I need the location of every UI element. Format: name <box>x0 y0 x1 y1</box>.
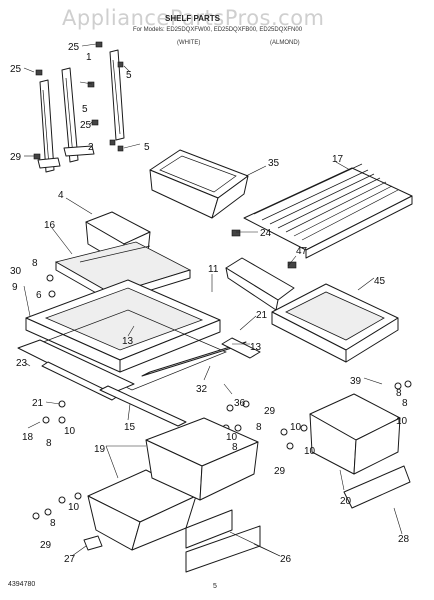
callout: 10 <box>304 446 316 457</box>
callout: 10 <box>68 502 80 513</box>
shelf-hinges-24 <box>231 229 297 269</box>
callout: 5 <box>126 70 132 81</box>
shelf-frame-assembly <box>17 279 227 395</box>
callout: 21 <box>32 398 44 409</box>
diagram-title: SHELF PARTS <box>165 14 220 23</box>
callout: 4 <box>58 190 64 201</box>
callout: 27 <box>64 554 76 565</box>
wire-shelf-17 <box>243 163 413 259</box>
door-bin-35 <box>149 149 249 219</box>
callout: 5 <box>144 142 150 153</box>
callout: 21 <box>256 310 268 321</box>
callout: 19 <box>94 444 106 455</box>
callout: 1 <box>86 52 92 63</box>
small-plate-27 <box>83 535 103 551</box>
color-code-white: (WHITE) <box>177 40 201 46</box>
callout: 8 <box>256 422 262 433</box>
callout: 20 <box>340 496 352 507</box>
crisper-cover-47 <box>225 257 295 311</box>
callout: 39 <box>350 376 362 387</box>
callout: 8 <box>402 398 408 409</box>
callout: 10 <box>64 426 76 437</box>
callout: 47 <box>296 246 308 257</box>
callout: 36 <box>234 398 246 409</box>
color-code-almond: (ALMOND) <box>270 40 300 46</box>
callout: 25 <box>80 120 92 131</box>
shelf-ladder-rails <box>37 49 125 173</box>
callout: 29 <box>274 466 286 477</box>
callout: 26 <box>280 554 292 565</box>
callout: 15 <box>124 422 136 433</box>
callout: 29 <box>264 406 276 417</box>
callout: 9 <box>12 282 18 293</box>
callout: 8 <box>396 388 402 399</box>
shelf-clips <box>33 41 124 160</box>
callout: 30 <box>10 266 22 277</box>
callout: 10 <box>290 422 302 433</box>
fasteners <box>32 274 412 520</box>
leader-lines <box>23 43 403 557</box>
callout: 25 <box>68 42 80 53</box>
model-list: For Models: ED25DQXFW00, ED25DQXFB00, ED… <box>133 27 303 33</box>
callout: 6 <box>36 290 42 301</box>
callout: 23 <box>16 358 28 369</box>
callout: 8 <box>50 518 56 529</box>
glass-shelf-45 <box>271 283 399 363</box>
callout: 28 <box>398 534 410 545</box>
page-number: 5 <box>213 583 217 590</box>
site-watermark: AppliancePartsPros.com <box>62 6 325 30</box>
support-rails <box>41 337 261 427</box>
crisper-drawer-right <box>145 417 259 501</box>
callout: 8 <box>46 438 52 449</box>
callout: 24 <box>260 228 272 239</box>
callout: 25 <box>10 64 22 75</box>
callout: 29 <box>40 540 52 551</box>
diagram-part-number: 4394780 <box>8 581 36 588</box>
callout: 17 <box>332 154 344 165</box>
drawer-front-28 <box>343 465 411 509</box>
callout: 18 <box>22 432 34 443</box>
callout: 45 <box>374 276 386 287</box>
callout: 11 <box>208 264 219 275</box>
callout: 2 <box>88 142 94 153</box>
callout: 29 <box>10 152 22 163</box>
callout: 35 <box>268 158 280 169</box>
callout: 13 <box>122 336 134 347</box>
callout: 32 <box>196 384 208 395</box>
callout: 16 <box>44 220 56 231</box>
callout: 10 <box>226 432 238 443</box>
callout: 8 <box>32 258 38 269</box>
callout: 10 <box>396 416 408 427</box>
meat-drawer-20 <box>309 393 401 475</box>
callout: 13 <box>250 342 262 353</box>
callout-numbers: 25 1 5 25 5 25 2 5 35 17 29 4 16 24 47 1… <box>10 42 410 565</box>
callout: 8 <box>232 442 238 453</box>
callout: 5 <box>82 104 88 115</box>
